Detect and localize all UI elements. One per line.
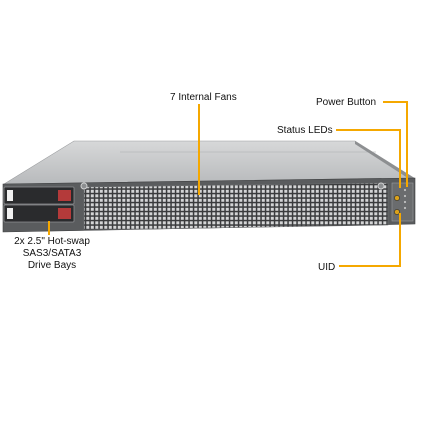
- thumbscrew-left: [80, 182, 88, 190]
- leader-uid: [339, 213, 401, 267]
- thumbscrew-right: [377, 182, 385, 190]
- fans-label: 7 Internal Fans: [170, 92, 237, 103]
- drive-bay-2-handle: [58, 208, 71, 219]
- leader-lines: [48, 101, 408, 267]
- control-panel: [391, 182, 414, 222]
- leader-power: [383, 101, 408, 187]
- drive-bay-2-latch: [7, 208, 13, 219]
- uid-label: UID: [318, 262, 336, 273]
- power-button-icon[interactable]: [394, 195, 400, 201]
- drive-bays-label: 2x 2.5" Hot-swap SAS3/SATA3 Drive Bays: [4, 236, 100, 272]
- status-leds-label: Status LEDs: [277, 125, 333, 136]
- drive-bay-1-handle: [58, 190, 71, 201]
- chassis-top: [2, 140, 416, 185]
- drive-bay-1[interactable]: [3, 186, 75, 205]
- status-led-icon: [403, 200, 407, 204]
- drive-bay-1-latch: [7, 190, 13, 201]
- status-led-icon: [403, 206, 407, 210]
- leader-status: [336, 129, 401, 188]
- drive-bays: [3, 186, 75, 223]
- drive-bays-label-line3: Drive Bays: [27, 260, 77, 271]
- drive-bays-label-line1: 2x 2.5" Hot-swap: [14, 236, 90, 247]
- drive-bays-label-line2: SAS3/SATA3: [22, 248, 82, 259]
- status-led-icon: [403, 194, 407, 198]
- status-led-icon: [403, 188, 407, 192]
- drive-bay-2[interactable]: [3, 204, 75, 223]
- uid-button-icon[interactable]: [394, 209, 400, 215]
- power-button-label: Power Button: [316, 97, 377, 108]
- vent-grille: [83, 182, 389, 231]
